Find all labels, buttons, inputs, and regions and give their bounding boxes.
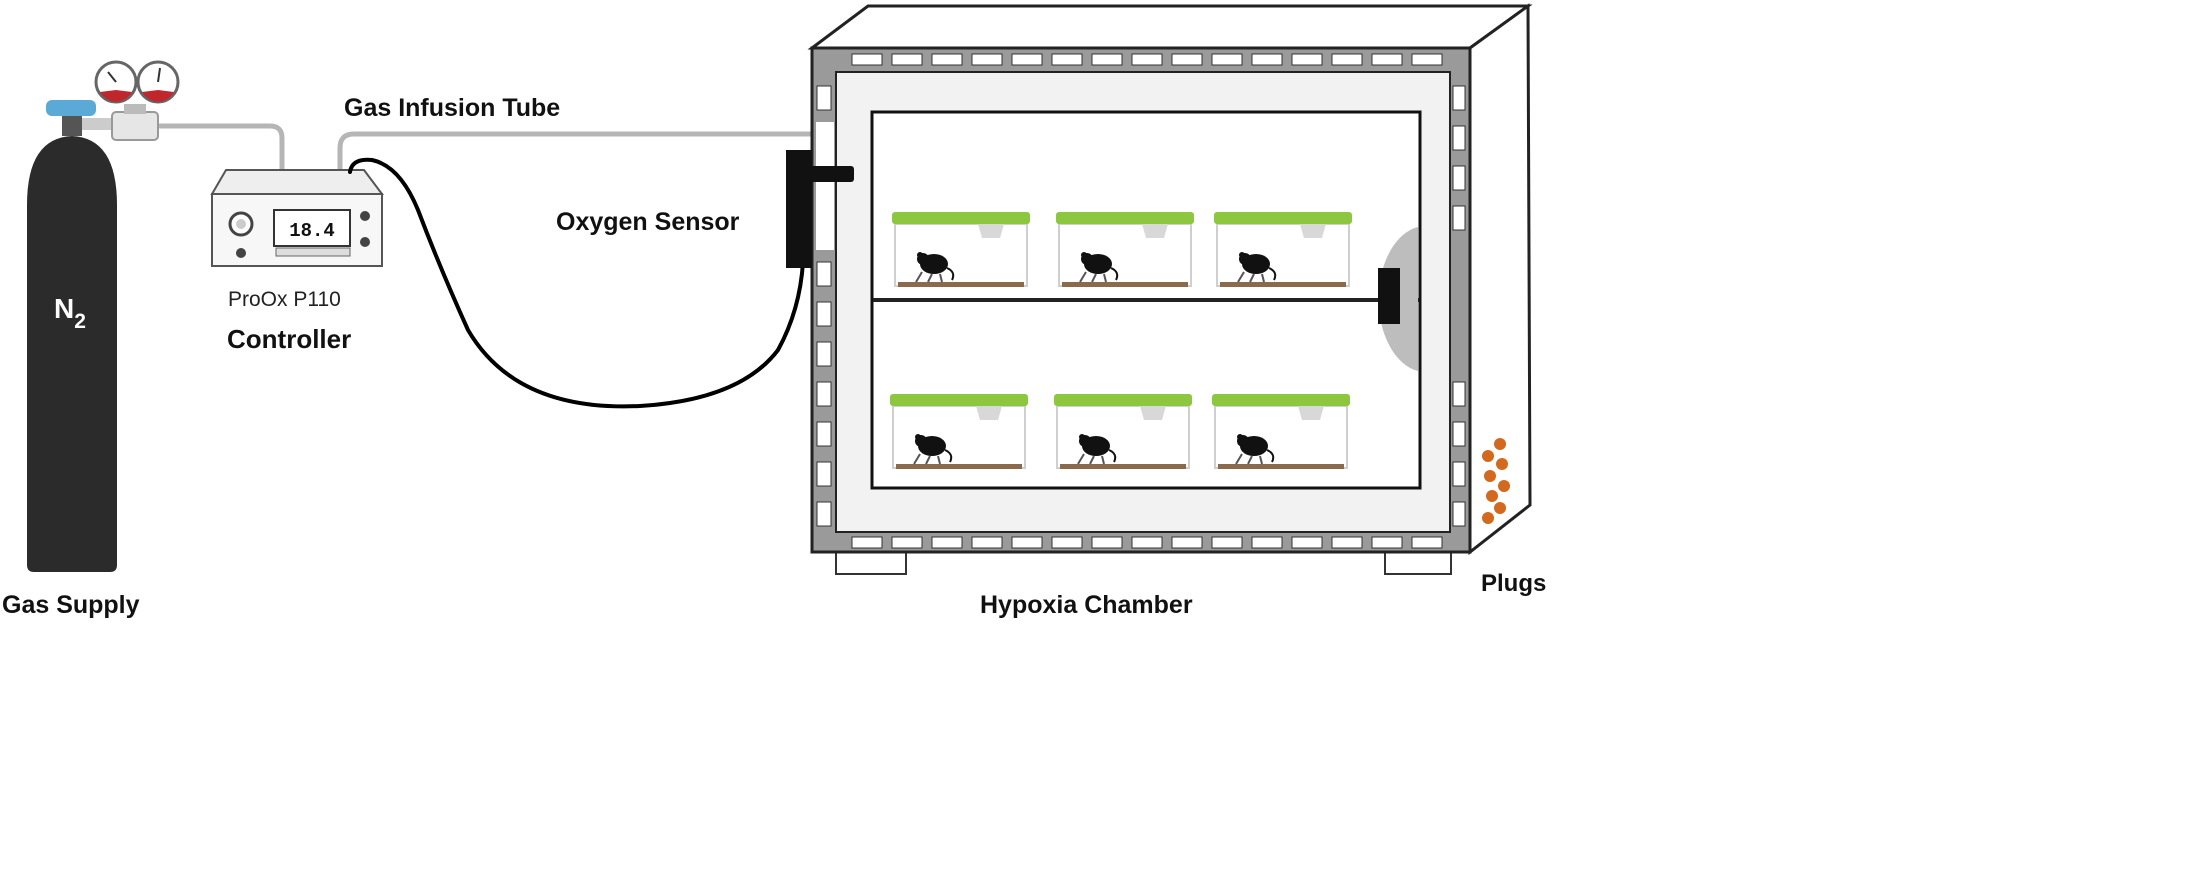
gas-cylinder: N2 [27,100,117,572]
controller-top [210,169,384,195]
cylinder-formula: N2 [54,293,86,333]
cage-bottom-3 [1211,393,1351,470]
gas-tubing [157,123,815,175]
oxygen-sensor-probe [804,166,854,182]
chamber-top-face [807,4,1533,50]
controller-display-value: 18.4 [289,220,335,242]
chamber-foot-left [835,551,907,575]
label-gas-infusion-tube: Gas Infusion Tube [344,94,560,122]
gas-infusion-tube [337,131,815,175]
chamber-foot-right [1384,551,1452,575]
regulator-knob [124,104,146,114]
pressure-regulator [82,60,180,141]
label-gas-supply: Gas Supply [2,591,140,619]
oxygen-controller: 18.4 [210,169,384,267]
controller-display [273,209,351,247]
cage-top-3 [1213,211,1353,288]
controller-knob-bottom-icon [360,237,370,247]
chamber-plugs [1482,438,1510,524]
oxygen-sensor-cable [348,157,805,409]
cylinder-valve-cap [46,100,96,116]
regulator-body [111,111,159,141]
regulator-stem [82,118,116,130]
cage-top-2 [1055,211,1195,288]
label-oxygen-sensor: Oxygen Sensor [556,208,740,236]
cage-top-1 [891,211,1031,288]
label-plugs: Plugs [1481,570,1546,597]
chamber-door-latch [1378,268,1400,324]
oxygen-sensor [786,150,854,268]
label-controller-model: ProOx P110 [228,288,341,311]
controller-button-strip [275,247,351,257]
cylinder-to-controller-tube [157,123,285,175]
label-controller: Controller [227,324,351,354]
pressure-gauge-right [136,60,180,104]
cage-bottom-2 [1053,393,1193,470]
chamber-side-face [1468,3,1532,556]
hypoxia-setup-diagram: N2 18.4 [2,3,1546,619]
hypoxia-chamber [807,3,1533,575]
pressure-gauge-left [94,60,138,104]
cylinder-neck [62,114,82,136]
label-hypoxia-chamber: Hypoxia Chamber [980,591,1193,619]
cylinder-body [27,136,117,572]
controller-button-icon [236,248,246,258]
cage-bottom-1 [889,393,1029,470]
chamber-tube-port [816,122,834,250]
controller-knob-top-icon [360,211,370,221]
